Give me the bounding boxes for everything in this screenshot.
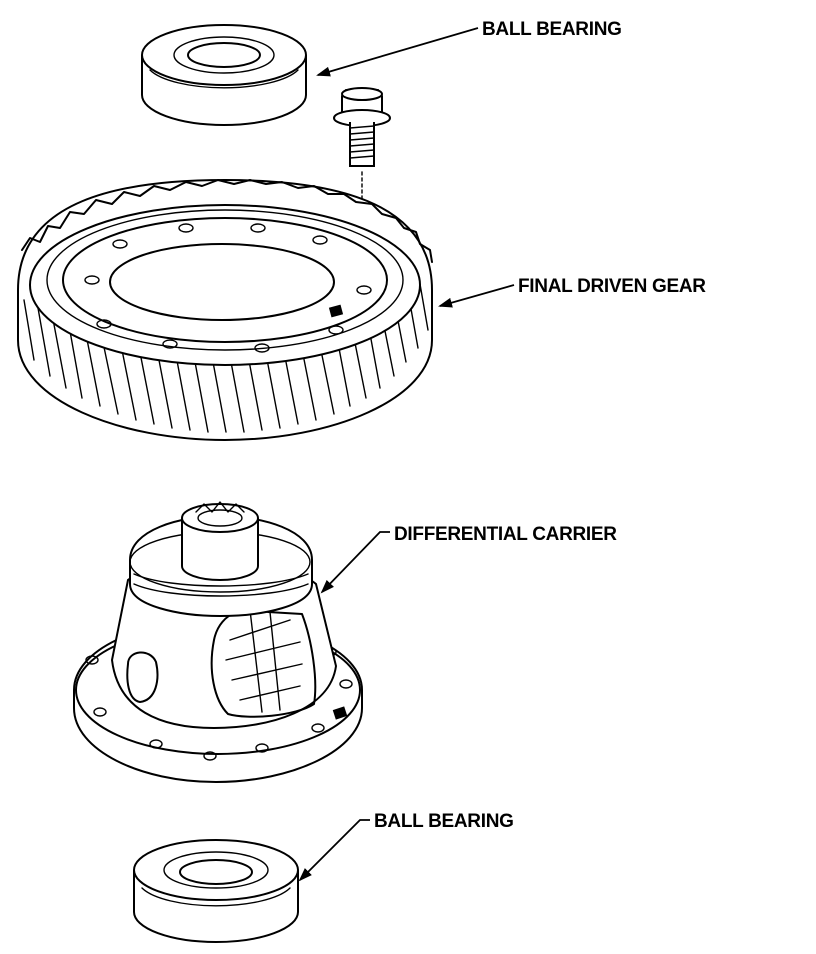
leader-ball-bearing-top xyxy=(316,27,479,77)
final-driven-gear xyxy=(17,178,433,442)
differential-carrier xyxy=(73,501,363,784)
label-ball-bearing-bottom: BALL BEARING xyxy=(374,811,514,832)
leader-final-driven-gear xyxy=(438,284,515,308)
leader-ball-bearing-bottom xyxy=(298,819,370,882)
ball-bearing-bottom xyxy=(133,839,299,943)
label-differential-carrier: DIFFERENTIAL CARRIER xyxy=(394,524,617,545)
leader-differential-carrier xyxy=(320,531,390,594)
label-ball-bearing-top: BALL BEARING xyxy=(482,19,622,40)
label-final-driven-gear: FINAL DRIVEN GEAR xyxy=(518,276,706,297)
ball-bearing-top xyxy=(141,24,307,126)
